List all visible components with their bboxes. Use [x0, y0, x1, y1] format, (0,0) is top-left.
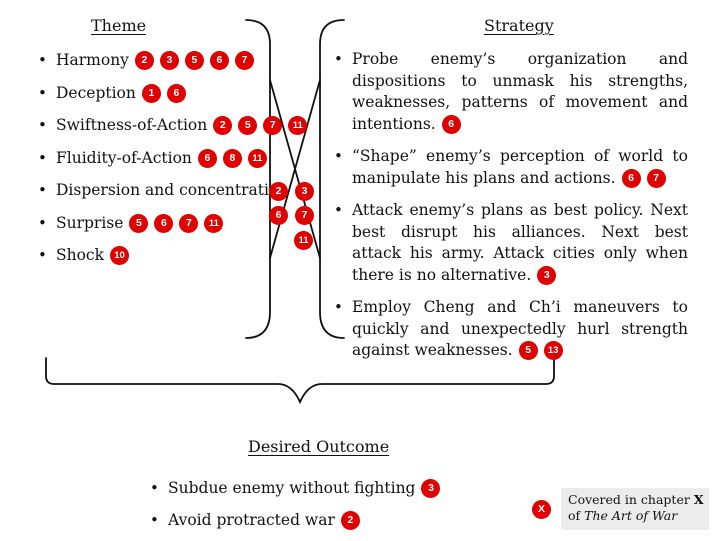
chapter-badge: 6 — [441, 114, 461, 134]
theme-item-label: Fluidity-of-Action — [56, 148, 192, 167]
theme-heading: Theme — [91, 16, 147, 35]
strategy-item-text: Probe enemy’s organization and dispositi… — [352, 50, 688, 133]
chapter-badge: 1 — [141, 83, 161, 103]
outcome-item: Avoid protracted war 2 — [150, 509, 440, 541]
strategy-bracket — [319, 19, 345, 339]
theme-item-dispersion: Dispersion and concentration — [38, 179, 307, 212]
outcome-list: Subdue enemy without fighting 3 Avoid pro… — [150, 477, 441, 541]
legend-text-marker: X — [693, 492, 704, 507]
legend-text: Covered in chapter X of The Art of War — [568, 492, 708, 524]
legend-text-of: of — [568, 508, 581, 523]
legend: X Covered in chapter X of The Art of War — [532, 488, 709, 530]
chapter-badge: 8 — [222, 148, 242, 168]
theme-item-label: Dispersion and concentration — [56, 181, 289, 199]
chapter-badge: 5 — [129, 213, 149, 233]
chapter-badge: 6 — [269, 206, 288, 225]
chapter-badge: 7 — [295, 206, 314, 225]
outcome-item: Subdue enemy without fighting 3 — [150, 477, 441, 509]
chapter-badge: 11 — [204, 213, 224, 233]
chapter-badge: 7 — [234, 51, 254, 70]
chapter-badge: 5 — [518, 341, 538, 360]
strategy-item: Attack enemy’s plans as best policy. Nex… — [334, 200, 688, 286]
chapter-badge: 2 — [269, 182, 288, 201]
strategy-item-text: “Shape” enemy’s perception of world to m… — [352, 147, 688, 187]
outcome-item-label: Avoid protracted war — [168, 511, 335, 529]
strategy-heading: Strategy — [484, 16, 554, 35]
strategy-item: Probe enemy’s organization and dispositi… — [334, 49, 688, 135]
strategy-item-text: Employ Cheng and Ch’i maneuvers to quick… — [352, 298, 688, 359]
chapter-badge: 7 — [646, 168, 666, 188]
chapter-badge: 7 — [179, 213, 199, 233]
strategy-item-text: Attack enemy’s plans as best policy. Nex… — [352, 201, 688, 284]
bottom-brace — [45, 357, 555, 405]
chapter-badge: 7 — [263, 116, 283, 135]
strategy-item: “Shape” enemy’s perception of world to m… — [334, 146, 688, 189]
chapter-badge: 2 — [213, 116, 233, 135]
chapter-badge: 6 — [154, 213, 174, 233]
chapter-badge: 6 — [166, 83, 186, 103]
chapter-badge: 3 — [421, 479, 441, 498]
chapter-badge: 2 — [134, 51, 154, 70]
chapter-badge: 6 — [209, 51, 229, 70]
theme-item-deception: Deception 16 — [38, 82, 307, 115]
legend-marker-badge: X — [532, 500, 551, 519]
chapter-badge: 10 — [110, 246, 130, 265]
outcome-item-label: Subdue enemy without fighting — [168, 479, 416, 497]
theme-item-label: Surprise — [56, 213, 124, 232]
chapter-badge: 3 — [295, 182, 314, 201]
chapter-badge: 11 — [288, 116, 308, 135]
theme-item-label: Harmony — [56, 51, 129, 69]
chapter-badge: 11 — [247, 148, 267, 168]
chapter-badge: 11 — [294, 231, 313, 250]
chapter-badge: 5 — [184, 51, 204, 70]
chapter-badge: 6 — [621, 168, 641, 188]
legend-text-before: Covered in chapter — [568, 492, 690, 507]
outcome-heading: Desired Outcome — [248, 437, 390, 456]
strategy-item: Employ Cheng and Ch’i maneuvers to quick… — [334, 297, 688, 362]
chapter-badge: 13 — [543, 341, 563, 360]
theme-item-shock: Shock 10 — [38, 244, 307, 277]
theme-item-label: Shock — [56, 246, 105, 264]
chapter-badge: 3 — [537, 265, 557, 285]
legend-book-title: The Art of War — [584, 508, 678, 523]
theme-item-swiftness: Swiftness-of-Action 257 11 — [38, 114, 308, 147]
chapter-badge: 3 — [159, 51, 179, 70]
chapter-badge: 6 — [197, 148, 217, 168]
theme-item-label: Deception — [56, 83, 136, 102]
strategy-list: Probe enemy’s organization and dispositi… — [334, 49, 688, 373]
chapter-badge: 2 — [340, 511, 360, 530]
chapter-badge: 5 — [238, 116, 258, 135]
theme-item-label: Swiftness-of-Action — [56, 116, 208, 134]
